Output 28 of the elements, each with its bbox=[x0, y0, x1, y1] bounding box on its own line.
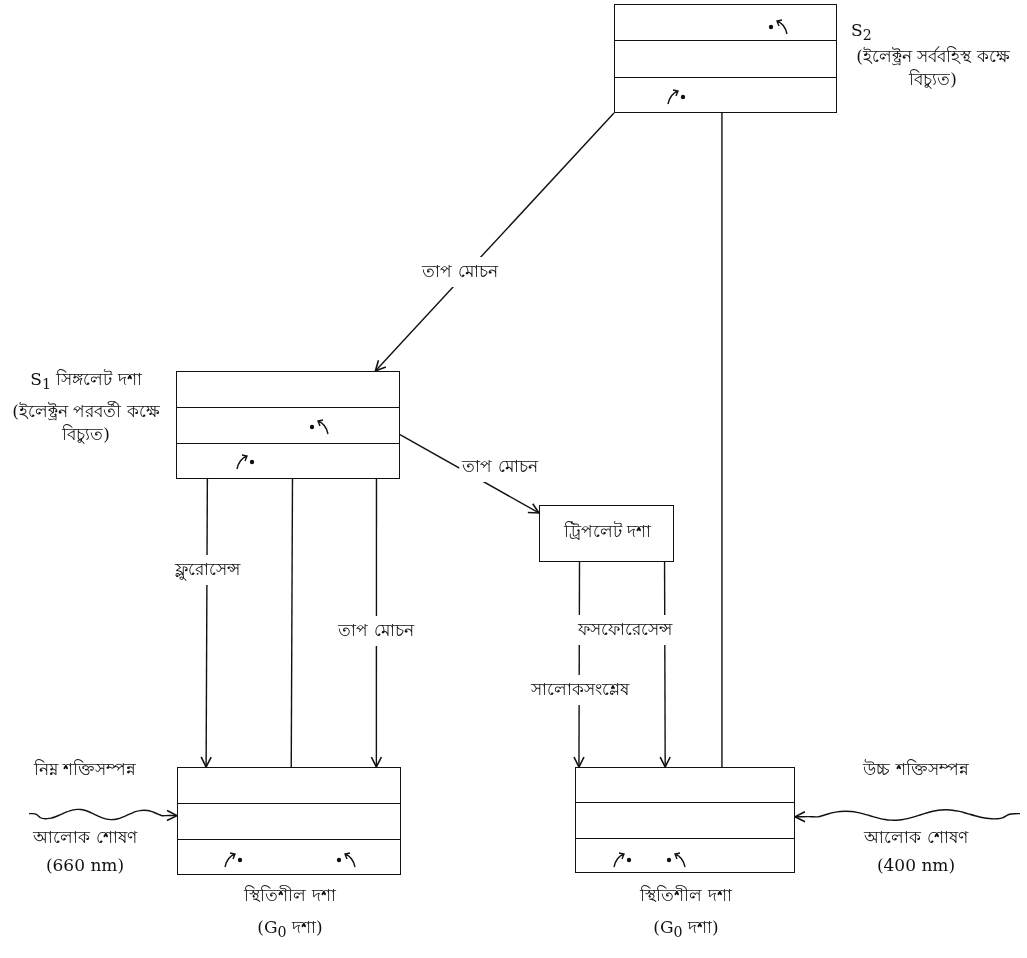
state-description: (G$_{0}$ দশা) bbox=[256, 916, 324, 943]
state-description: (G$_{0}$ দশা) bbox=[652, 916, 720, 943]
light-label-text: উচ্চ শক্তিসম্পন্ন bbox=[861, 758, 970, 781]
state-description: (ইলেক্ট্রন পরবর্তী কক্ষে বিচ্যুত) bbox=[11, 400, 161, 446]
edge-label: তাপ মোচন bbox=[419, 257, 501, 287]
connector-line bbox=[290, 478, 294, 768]
light-label-text: (660 nm) bbox=[44, 854, 126, 877]
edge-label: তাপ মোচন bbox=[335, 616, 417, 646]
connector-line bbox=[721, 112, 723, 768]
arrow bbox=[374, 112, 615, 372]
arrow bbox=[200, 478, 212, 768]
wavy-arrow bbox=[794, 809, 1021, 823]
light-label-text: আলোক শোষণ bbox=[31, 826, 139, 849]
wavy-arrow bbox=[28, 808, 178, 822]
state-description: ট্রিপলেট দশা bbox=[562, 520, 653, 543]
state-label: স্থিতিশীল দশা bbox=[242, 884, 337, 907]
light-label-text: আলোক শোষণ bbox=[862, 826, 970, 849]
state-description: (ইলেক্ট্রন সর্ববহিস্থ কক্ষে বিচ্যুত) bbox=[855, 45, 1011, 91]
light-label-text: নিম্ন শক্তিসম্পন্ন bbox=[32, 758, 138, 781]
edge-label: ফসফোরেসেন্স bbox=[575, 615, 675, 645]
arrow bbox=[370, 478, 383, 768]
state-label: S$_{2}$ bbox=[851, 19, 873, 46]
light-label-text: (400 nm) bbox=[875, 854, 957, 877]
state-box bbox=[539, 505, 674, 562]
edge-label: সালোকসংশ্লেষ bbox=[528, 675, 632, 705]
state-label: স্থিতিশীল দশা bbox=[638, 884, 733, 907]
state-label: S$_{1}$ সিঙ্গলেট দশা bbox=[29, 368, 143, 395]
edge-label: ফ্লুরোসেন্স bbox=[171, 555, 243, 585]
